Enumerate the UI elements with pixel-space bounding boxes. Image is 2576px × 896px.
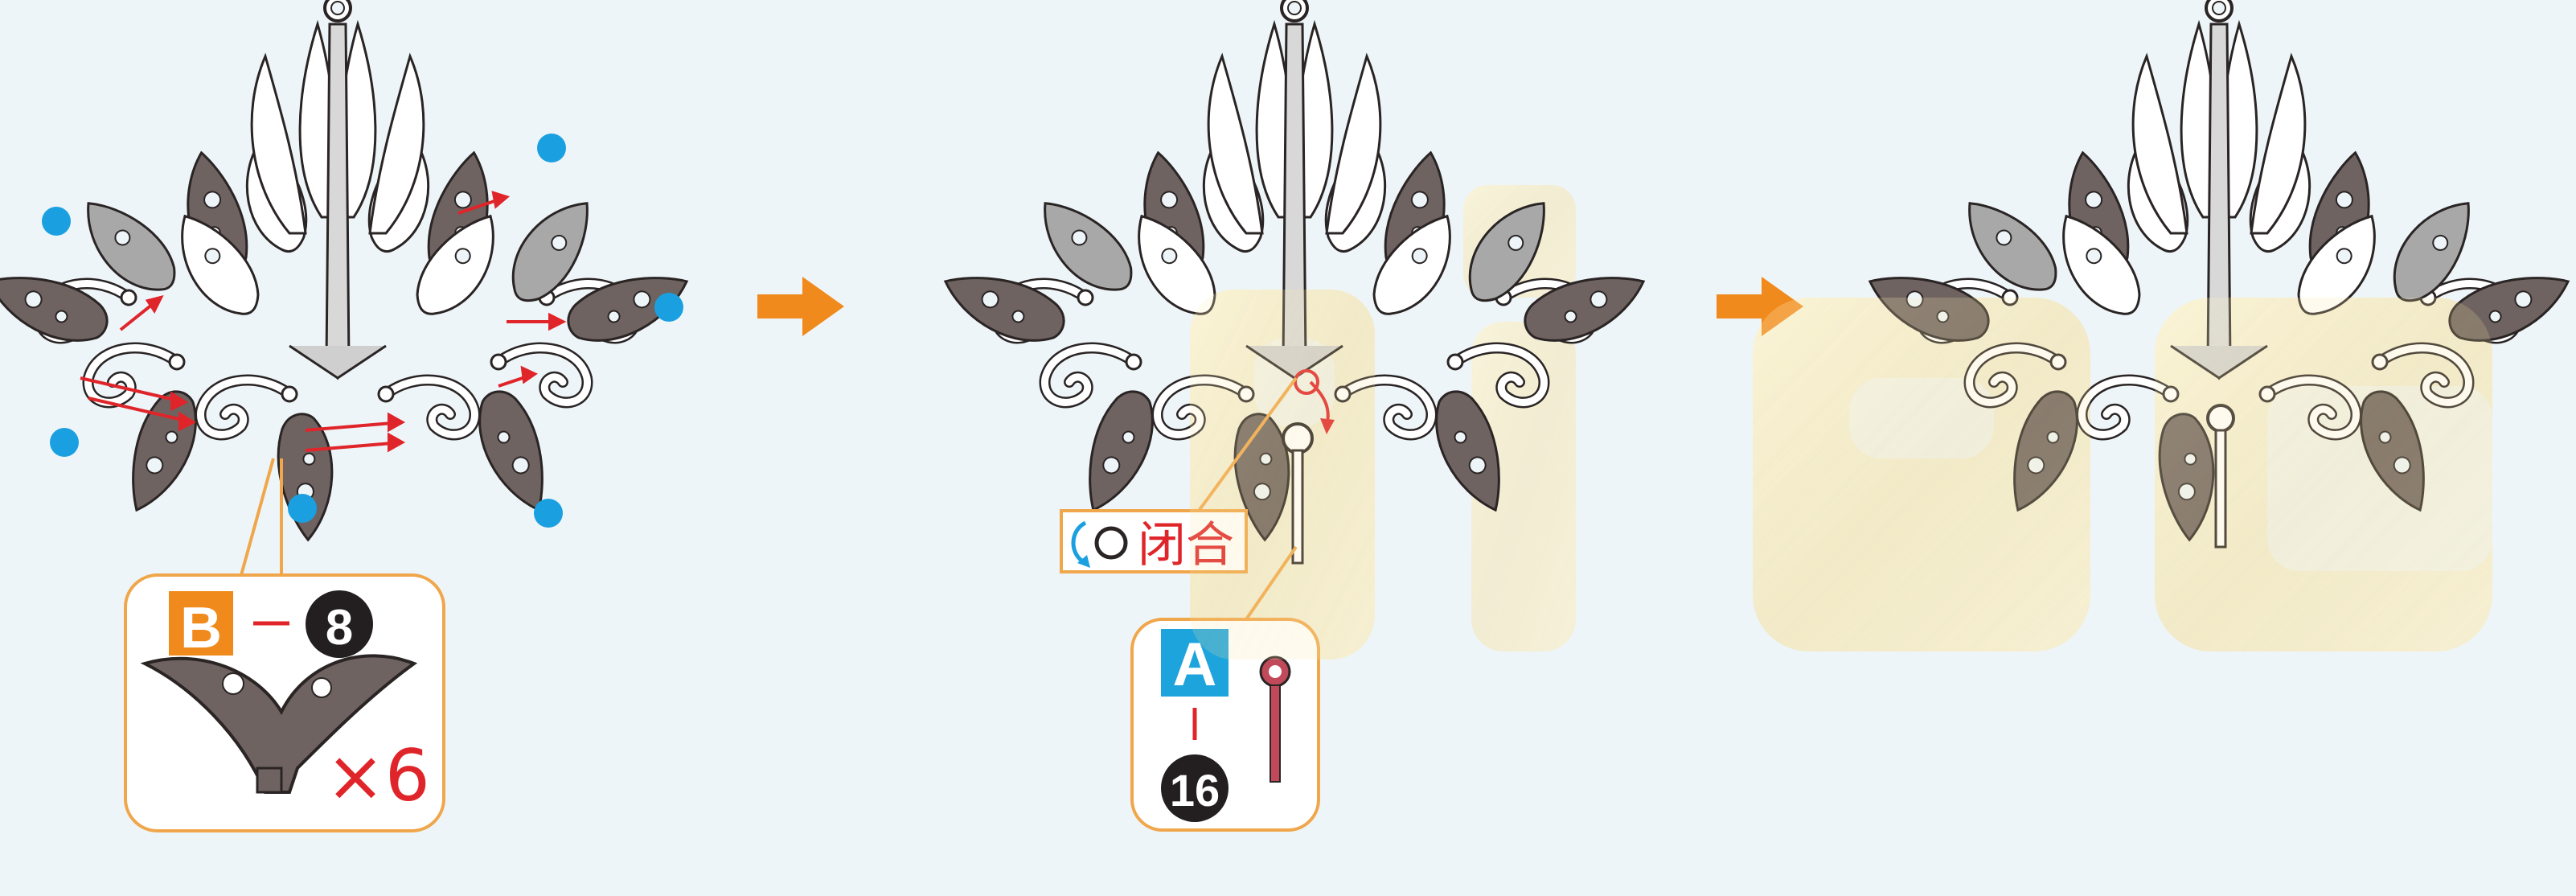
step1-insert-arrows <box>80 191 567 453</box>
part-number-badge-16: 16 <box>1161 754 1229 822</box>
svg-text:B: B <box>180 596 222 660</box>
step1-chandelier <box>0 0 697 542</box>
step-arrow-icon <box>757 277 844 336</box>
step1-position-dots <box>42 134 683 528</box>
leaf-part-icon <box>140 654 418 794</box>
quantity-label: ×6 <box>326 734 430 817</box>
part-letter-badge-b: B <box>169 591 233 660</box>
svg-text:16: 16 <box>1170 765 1220 816</box>
step1-callout: B 8 ×6 <box>124 458 445 832</box>
part-letter-badge-a: A <box>1161 629 1229 699</box>
step2-callout: A 16 <box>1130 618 1320 832</box>
rotate-close-icon <box>1071 520 1128 568</box>
part-number-badge-8: 8 <box>306 590 373 658</box>
watermark-overlay <box>1190 290 2492 660</box>
svg-text:8: 8 <box>326 600 353 656</box>
